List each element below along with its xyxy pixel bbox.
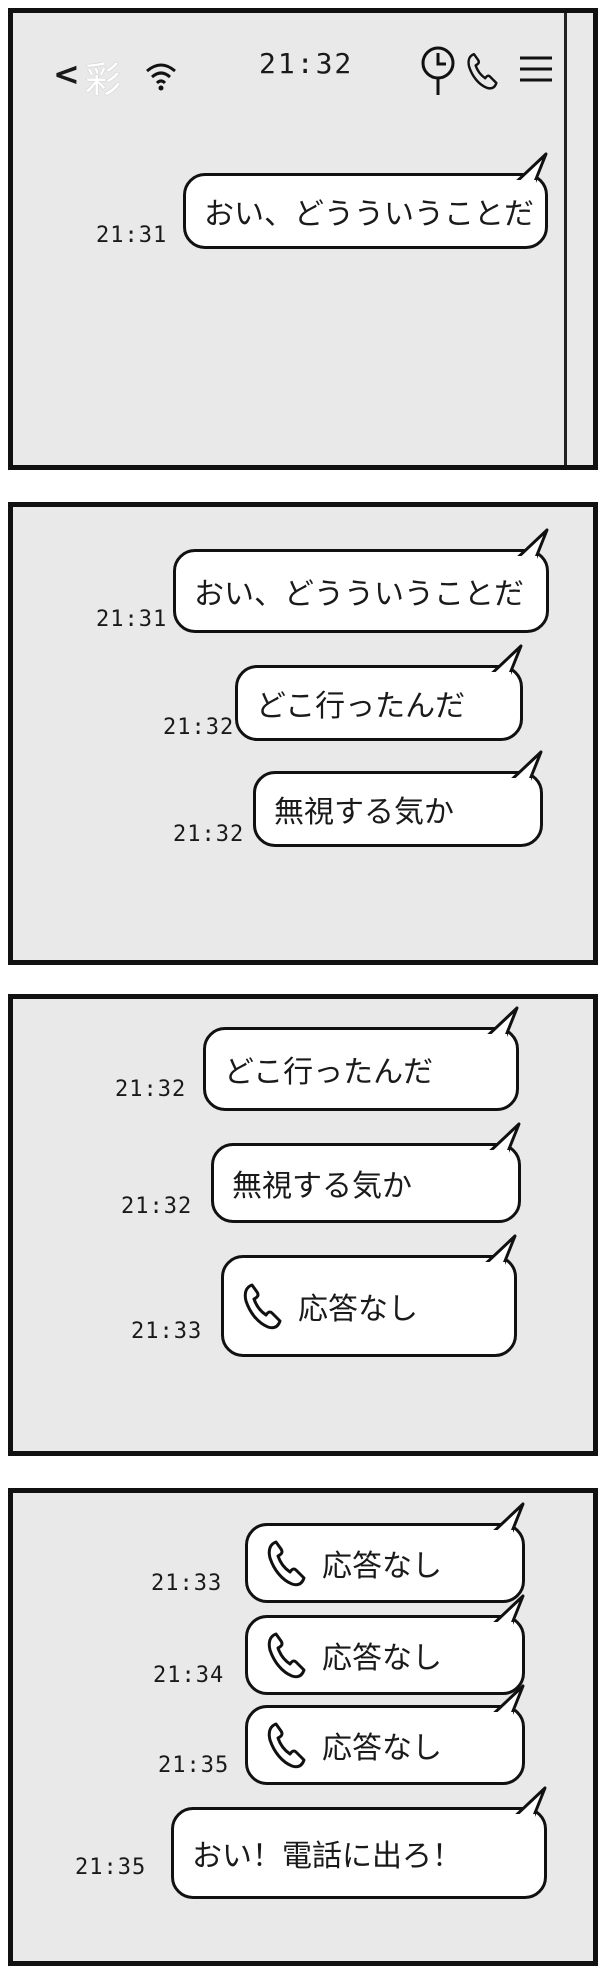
message-text: 応答なし <box>322 1641 442 1676</box>
bubble-tail <box>512 150 548 186</box>
panel-1: < 彩 21:32 21:31 おい、どうういうことだ <box>8 8 598 470</box>
message-text: 応答なし <box>322 1731 442 1766</box>
message-bubble[interactable]: 無視する気か <box>253 771 543 847</box>
message-time: 21:31 <box>96 223 168 248</box>
message-time: 21:32 <box>121 1194 193 1219</box>
panel-4: 21:33 応答なし 21:34 応答なし 21:35 応答なし 21:35 お… <box>8 1488 598 1966</box>
bubble-tail <box>487 642 523 678</box>
status-clock: 21:32 <box>259 47 354 80</box>
wifi-icon <box>146 63 176 91</box>
message-bubble[interactable]: おい、どうういうことだ <box>183 173 548 249</box>
chat-header: < 彩 21:32 <box>13 13 593 103</box>
message-bubble[interactable]: 無視する気か <box>211 1143 521 1223</box>
call-bubble[interactable]: 応答なし <box>245 1705 525 1785</box>
call-bubble[interactable]: 応答なし <box>221 1255 517 1357</box>
message-text: おい、どうういうことだ <box>194 577 524 612</box>
message-text: 無視する気か <box>274 795 454 830</box>
bubble-tail <box>511 1784 547 1820</box>
message-text: 無視する気か <box>232 1169 412 1204</box>
call-icon[interactable] <box>465 51 499 91</box>
message-time: 21:34 <box>153 1663 225 1688</box>
history-icon[interactable] <box>418 45 458 97</box>
message-time: 21:32 <box>115 1077 187 1102</box>
panel-2: 21:31 おい、どうういうことだ 21:32 どこ行ったんだ 21:32 無視… <box>8 502 598 965</box>
bubble-tail <box>489 1500 525 1536</box>
message-time: 21:31 <box>96 607 168 632</box>
message-time: 21:33 <box>131 1319 203 1344</box>
message-time: 21:35 <box>158 1753 230 1778</box>
message-time: 21:32 <box>173 822 245 847</box>
menu-icon[interactable] <box>518 55 554 83</box>
phone-icon <box>266 1630 306 1680</box>
bubble-tail <box>489 1592 525 1628</box>
bubble-tail <box>485 1120 521 1156</box>
panel-3: 21:32 どこ行ったんだ 21:32 無視する気か 21:33 応答なし <box>8 994 598 1456</box>
message-bubble[interactable]: おい！電話に出ろ！ <box>171 1807 547 1899</box>
bubble-tail <box>483 1004 519 1040</box>
message-text: どこ行ったんだ <box>224 1055 434 1090</box>
message-bubble[interactable]: どこ行ったんだ <box>203 1027 519 1111</box>
contact-name: 彩 <box>85 60 123 101</box>
message-text: おい、どうういうことだ <box>204 197 534 232</box>
phone-icon <box>266 1538 306 1588</box>
message-time: 21:32 <box>163 715 235 740</box>
bubble-tail <box>489 1682 525 1718</box>
bubble-tail <box>513 526 549 562</box>
message-bubble[interactable]: おい、どうういうことだ <box>173 549 549 633</box>
message-time: 21:33 <box>151 1571 223 1596</box>
panel-frame-line <box>564 13 567 465</box>
back-icon[interactable]: < <box>53 55 80 93</box>
bubble-tail <box>507 748 543 784</box>
bubble-tail <box>481 1232 517 1268</box>
phone-icon <box>266 1720 306 1770</box>
message-text: どこ行ったんだ <box>256 689 466 724</box>
message-text: 応答なし <box>298 1292 418 1327</box>
message-bubble[interactable]: どこ行ったんだ <box>235 665 523 741</box>
message-text: おい！電話に出ろ！ <box>192 1839 462 1874</box>
phone-icon <box>242 1281 282 1331</box>
message-time: 21:35 <box>75 1855 147 1880</box>
call-bubble[interactable]: 応答なし <box>245 1615 525 1695</box>
call-bubble[interactable]: 応答なし <box>245 1523 525 1603</box>
message-text: 応答なし <box>322 1549 442 1584</box>
